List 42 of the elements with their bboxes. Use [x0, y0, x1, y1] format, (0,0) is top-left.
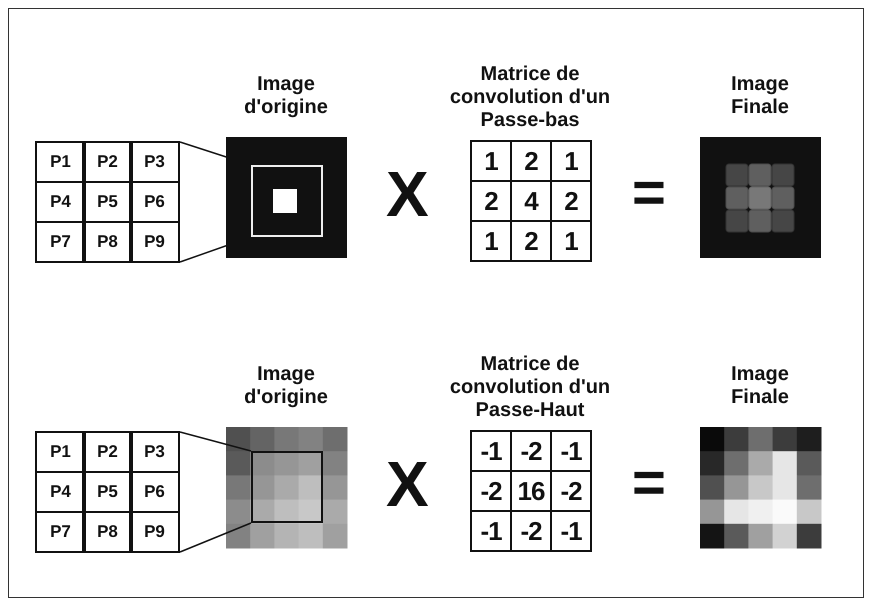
pixel-cell: P3: [129, 141, 180, 183]
pixel-cell: P9: [129, 221, 180, 263]
pixel-cell: P1: [35, 431, 86, 473]
kernel-cell: -1: [550, 430, 592, 472]
pixel-cell: P8: [82, 221, 133, 263]
pixel-cell: P1: [35, 141, 86, 183]
column-heading: Image Finale: [730, 363, 790, 409]
column-heading: Image Finale: [730, 73, 790, 119]
pixel-cell: P4: [35, 471, 86, 513]
pixel-cell: P3: [129, 431, 180, 473]
pixel-cell: P7: [35, 511, 86, 553]
pixel-cell: P6: [129, 471, 180, 513]
pixel-cell: P4: [35, 181, 86, 223]
kernel-cell: 1: [470, 220, 512, 262]
pixel-grid: [35, 430, 180, 554]
multiply-sign: X: [386, 159, 429, 229]
kernel-cell: -1: [470, 430, 512, 472]
column-heading: Image d'origine: [243, 73, 329, 119]
multiply-sign: X: [386, 449, 429, 519]
column-heading: Matrice de convolution d'un Passe-bas: [448, 63, 612, 132]
column-heading: Matrice de convolution d'un Passe-Haut: [448, 353, 612, 422]
selection-square: [251, 451, 323, 523]
equals-sign: =: [632, 453, 666, 513]
pixel-cell: P9: [129, 511, 180, 553]
pixel-cell: P8: [82, 511, 133, 553]
pixel-cell: P2: [82, 431, 133, 473]
column-heading: Image d'origine: [243, 363, 329, 409]
pixel-cell: P7: [35, 221, 86, 263]
kernel-cell: -1: [470, 510, 512, 552]
pixel-cell: P5: [82, 471, 133, 513]
kernel-cell: -1: [550, 510, 592, 552]
pixel-cell: P5: [82, 181, 133, 223]
pixel-grid: [35, 140, 180, 264]
pixel-cell: P2: [82, 141, 133, 183]
zoom-line: [180, 431, 252, 452]
pixel-cell: P6: [129, 181, 180, 223]
equals-sign: =: [632, 163, 666, 223]
kernel-cell: 1: [470, 140, 512, 182]
kernel-cell: 1: [550, 220, 592, 262]
selection-square: [251, 165, 323, 237]
kernel-cell: 1: [550, 140, 592, 182]
zoom-line: [180, 522, 252, 553]
